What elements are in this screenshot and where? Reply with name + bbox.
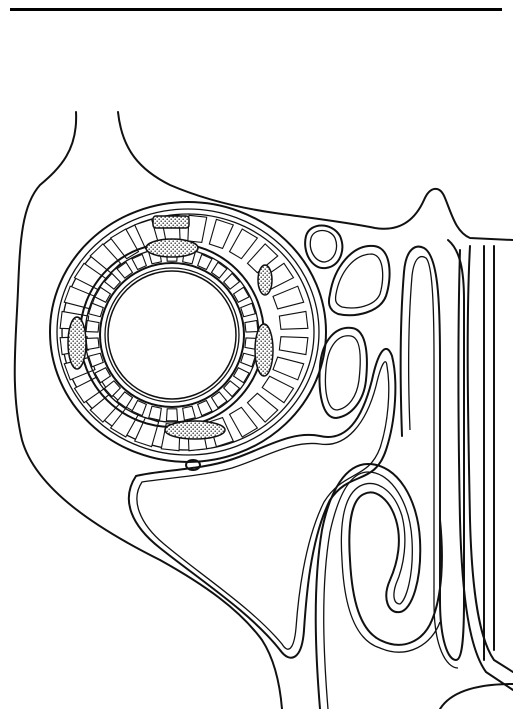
inferior-rectus-muscle bbox=[165, 421, 225, 439]
cell-segment bbox=[279, 311, 308, 329]
eyeball-globe bbox=[100, 263, 244, 407]
cell-segment bbox=[183, 406, 196, 420]
lateral-rectus-muscle bbox=[255, 324, 273, 376]
nasal-septum bbox=[459, 246, 513, 690]
lacrimal-gland bbox=[258, 265, 272, 295]
ethmoid-cell-lower bbox=[320, 328, 367, 418]
cell-segment bbox=[149, 406, 162, 420]
cell-segment bbox=[86, 320, 99, 332]
ethmoid-cell-middle bbox=[329, 246, 390, 315]
medial-rectus-muscle bbox=[68, 317, 86, 369]
cell-segment bbox=[86, 338, 99, 350]
cell-segment bbox=[111, 229, 139, 259]
cell-segment bbox=[188, 215, 207, 242]
cell-segment bbox=[273, 357, 304, 380]
cell-segment bbox=[245, 320, 258, 332]
cell-segment bbox=[273, 286, 304, 309]
ethmoid-cell-upper bbox=[305, 226, 342, 269]
cell-segment bbox=[166, 409, 177, 421]
cell-segment bbox=[279, 337, 308, 355]
cell-segment bbox=[262, 376, 293, 402]
cell-segment bbox=[247, 393, 277, 422]
superior-rectus-muscle bbox=[146, 239, 198, 257]
cell-segment bbox=[209, 219, 233, 248]
inferior-turbinate bbox=[316, 464, 442, 709]
superior-oblique-muscle bbox=[153, 216, 189, 228]
outer-contour-bottom-right bbox=[440, 684, 513, 709]
cell-segment bbox=[230, 229, 258, 259]
cell-segment bbox=[135, 418, 159, 447]
